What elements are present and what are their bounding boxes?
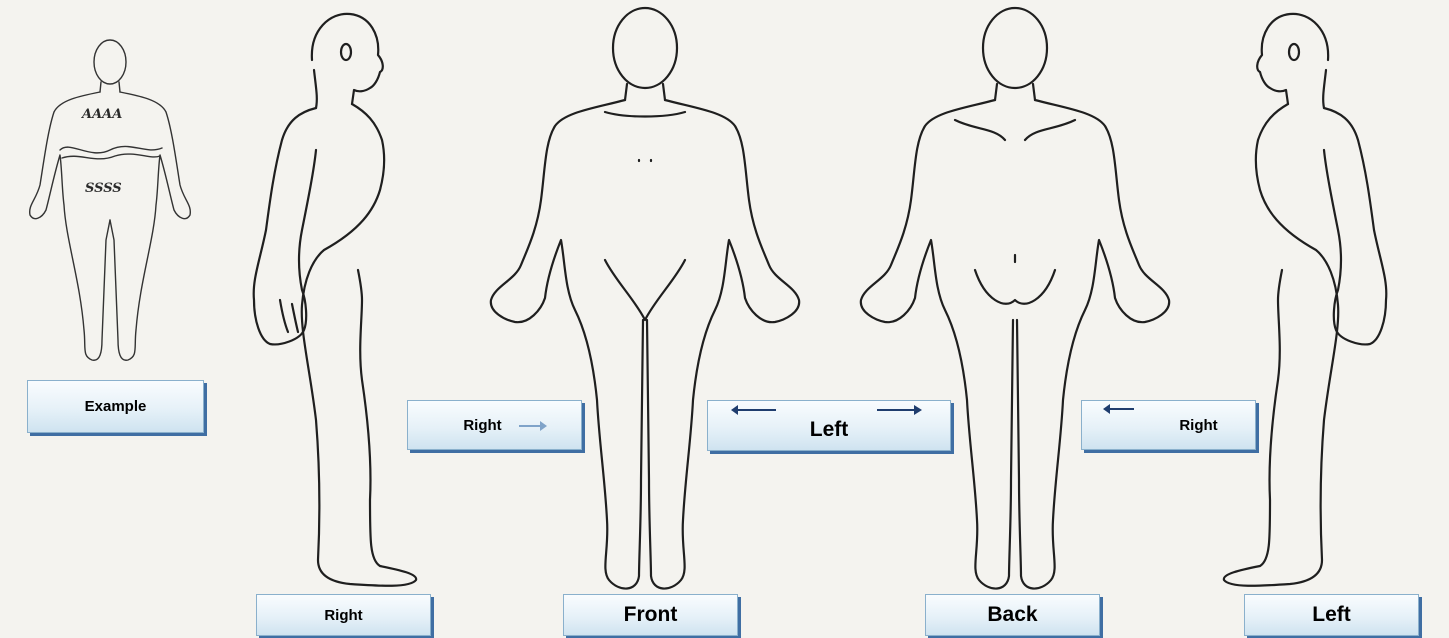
label-right-side: Right: [256, 594, 431, 636]
example-mark-upper: AAAA: [80, 107, 122, 122]
arrow-left-icon: [730, 404, 778, 416]
right-side-figure: [254, 14, 416, 586]
label-back: Back: [925, 594, 1100, 636]
arrow-right-icon: [518, 420, 548, 432]
label-back-text: Back: [987, 603, 1037, 627]
label-back-right-text: Right: [1179, 417, 1217, 434]
back-figure: [861, 8, 1169, 589]
label-front-text: Front: [624, 603, 678, 627]
label-front: Front: [563, 594, 738, 636]
label-example: Example: [27, 380, 204, 433]
arrow-right-icon: [876, 404, 924, 416]
label-front-right-text: Right: [463, 417, 501, 434]
example-figure: AAAA SSSS: [30, 40, 191, 360]
example-mark-lower: SSSS: [85, 181, 122, 196]
label-right-side-text: Right: [324, 607, 362, 624]
arrow-left-icon: [1102, 403, 1136, 415]
label-left-side: Left: [1244, 594, 1419, 636]
label-middle-left-text: Left: [810, 418, 849, 442]
label-middle-left: Left: [707, 400, 951, 451]
label-left-side-text: Left: [1312, 603, 1351, 627]
front-figure: [491, 8, 799, 589]
label-back-right: Right: [1081, 400, 1256, 450]
left-side-figure: [1224, 14, 1386, 586]
label-example-text: Example: [85, 398, 147, 415]
label-front-right: Right: [407, 400, 582, 450]
